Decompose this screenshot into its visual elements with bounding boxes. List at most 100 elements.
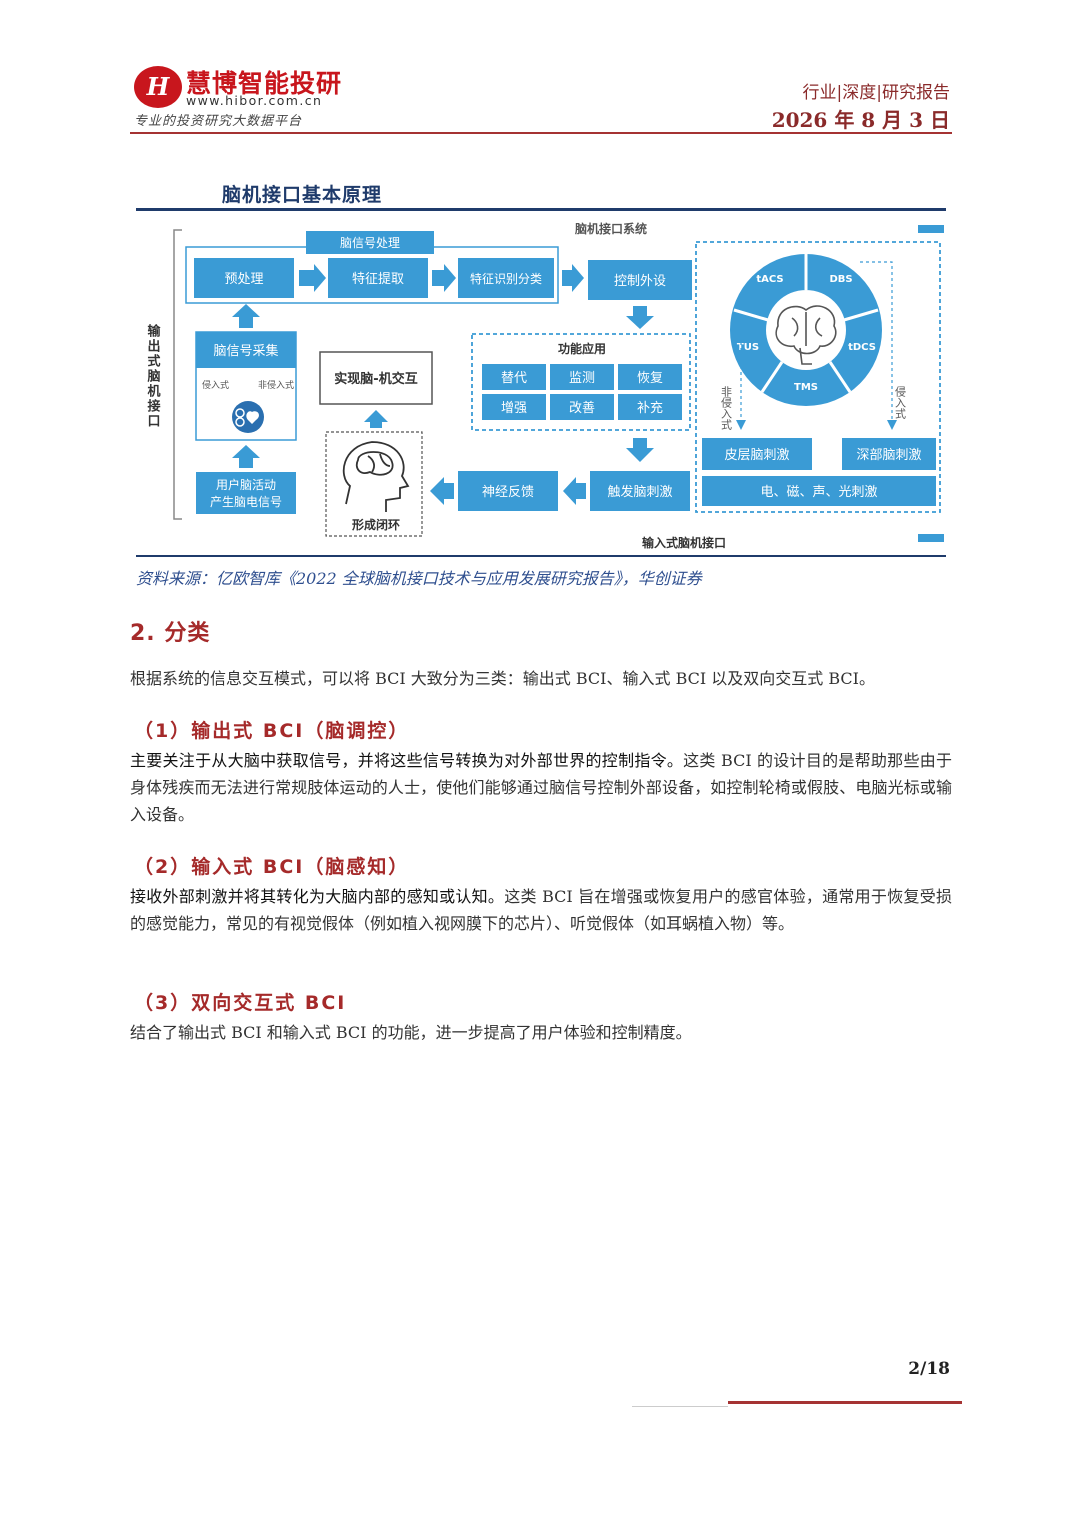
app-box — [618, 364, 682, 390]
subsection-heading: （3）双向交互式 BCI — [134, 992, 347, 1014]
corner-mark — [918, 534, 944, 542]
wheel-label: TMS — [794, 382, 818, 393]
footer-rule — [728, 1401, 962, 1404]
non-invasive-label: 非侵入式 — [258, 379, 294, 391]
app-label: 替代 — [501, 371, 527, 386]
interaction-box — [319, 351, 433, 405]
subsection-paragraph: 主要关注于从大脑中获取信号，并将这些信号转换为对外部世界的控制指令。这类 BCI… — [130, 747, 952, 828]
closed-loop-frame — [325, 431, 423, 537]
cortical-stim-box — [702, 438, 812, 470]
figure-source: 资料来源：亿欧智库《2022 全球脑机接口技术与应用发展研究报告》，华创证券 — [136, 569, 702, 588]
feature-classify-label: 特征识别分类 — [470, 271, 542, 286]
arrow-up — [364, 410, 388, 428]
arrowhead — [736, 420, 746, 430]
lead-text: 主要关注于从大脑中获取信号，并将这些信号转换为对外部世界的控制指令。 — [130, 751, 684, 770]
app-box — [618, 394, 682, 420]
function-label: 功能应用 — [558, 341, 606, 356]
dashed-arrow-right — [860, 261, 893, 422]
trigger-stim-label: 触发脑刺激 — [607, 484, 672, 500]
lead-text: 接收外部刺激并将其转化为大脑内部的感知或认知。 — [130, 887, 505, 906]
body-text: 这类 BCI 旨在增强或恢复用户的感官体验，通常用于恢复受损的感觉能力，常见的有… — [130, 887, 952, 933]
user-activity-box — [196, 472, 296, 514]
figure-top-rule — [136, 208, 946, 211]
input-bci-label: 输入式脑机接口 — [642, 535, 726, 550]
feature-extract-label: 特征提取 — [352, 271, 404, 287]
corner-mark — [918, 225, 944, 233]
arrow-up — [232, 445, 260, 468]
arrow-right — [562, 264, 584, 292]
brain-chip-icon — [232, 401, 264, 433]
neuro-feedback-label: 神经反馈 — [482, 485, 534, 500]
control-device-label: 控制外设 — [614, 274, 666, 289]
subsection-heading: （2）输入式 BCI（脑感知） — [134, 856, 410, 878]
arrow-left — [563, 477, 586, 505]
arrow-down — [626, 306, 654, 329]
app-box — [550, 364, 614, 390]
app-box — [482, 394, 546, 420]
cortical-stim-label: 皮层脑刺激 — [724, 448, 789, 463]
side-invasive-label: 侵入式 — [894, 386, 907, 419]
app-box — [550, 394, 614, 420]
app-label: 增强 — [501, 401, 527, 416]
deep-stim-label: 深部脑刺激 — [856, 448, 921, 463]
processing-title: 脑信号处理 — [340, 236, 400, 250]
wheel-label: DBS — [829, 274, 852, 285]
subsection-heading: （1）输出式 BCI（脑调控） — [134, 720, 410, 742]
wheel-label: TUS — [737, 342, 759, 353]
stim-types-label: 电、磁、声、光刺激 — [760, 485, 877, 500]
user-activity-label-2: 产生脑电信号 — [210, 495, 282, 509]
wheel-label: tDCS — [848, 342, 876, 353]
report-date: 2026 年 8 月 3 日 — [771, 108, 950, 132]
arrow-right — [432, 264, 456, 292]
neuro-feedback-box — [458, 471, 558, 511]
preprocess-label: 预处理 — [224, 272, 263, 287]
head-brain-icon — [342, 441, 410, 512]
arrow-down — [626, 438, 654, 462]
logo-slogan: 专业的投资研究大数据平台 — [134, 114, 303, 129]
feature-extract-box — [328, 258, 428, 298]
stim-frame — [695, 241, 941, 513]
arrow-left — [430, 477, 454, 505]
intro-paragraph: 根据系统的信息交互模式，可以将 BCI 大致分为三类：输出式 BCI、输入式 B… — [130, 669, 875, 688]
invasive-label: 侵入式 — [202, 379, 229, 391]
logo-icon: H — [134, 66, 182, 108]
processing-title-box — [306, 231, 434, 254]
subsection-paragraph: 接收外部刺激并将其转化为大脑内部的感知或认知。这类 BCI 旨在增强或恢复用户的… — [130, 883, 952, 937]
dashed-arrow-left — [734, 329, 748, 422]
app-label: 监测 — [569, 371, 595, 386]
bci-diagram: 脑机接口系统 输出式脑机接口 脑信号处理 预处理 特征提取 特征识别分类 控制外… — [145, 221, 944, 550]
acquire-box — [196, 332, 296, 368]
subsection-paragraph: 结合了输出式 BCI 和输入式 BCI 的功能，进一步提高了用户体验和控制精度。 — [130, 1019, 952, 1046]
acquire-label: 脑信号采集 — [213, 343, 278, 359]
footer-rule-gray — [632, 1406, 728, 1407]
logo-url: www.hibor.com.cn — [186, 93, 323, 108]
function-frame — [471, 333, 691, 431]
deep-stim-box — [842, 438, 936, 470]
arrowhead — [887, 420, 897, 430]
figure-title: 脑机接口基本原理 — [222, 184, 383, 206]
trigger-stim-box — [590, 471, 690, 511]
brain-icon — [775, 305, 837, 365]
output-bracket — [173, 229, 182, 520]
logo-name: 慧博智能投研 — [186, 69, 343, 98]
output-bci-label: 输出式脑机接口 — [145, 323, 161, 429]
user-activity-label: 用户脑活动 — [216, 477, 276, 492]
header-rule — [130, 132, 952, 134]
preprocess-box — [194, 258, 294, 298]
figure-bottom-rule — [136, 555, 946, 557]
arrow-up — [232, 304, 260, 328]
wheel-label: tACS — [756, 274, 783, 285]
interaction-label: 实现脑-机交互 — [334, 371, 417, 387]
app-label: 恢复 — [637, 371, 663, 386]
page-number: 2/18 — [908, 1359, 950, 1379]
feature-classify-box — [458, 258, 554, 298]
closed-loop-label: 形成闭环 — [352, 517, 400, 532]
section-heading: 2. 分类 — [130, 621, 211, 646]
body-text: 这类 BCI 的设计目的是帮助那些由于身体残疾而无法进行常规肢体运动的人士，使他… — [130, 751, 952, 824]
report-type: 行业|深度|研究报告 — [802, 83, 950, 103]
app-box — [482, 364, 546, 390]
stim-types-box — [702, 476, 936, 506]
control-device-box — [588, 260, 692, 300]
app-label: 补充 — [637, 400, 663, 416]
arrow-right — [299, 264, 326, 292]
